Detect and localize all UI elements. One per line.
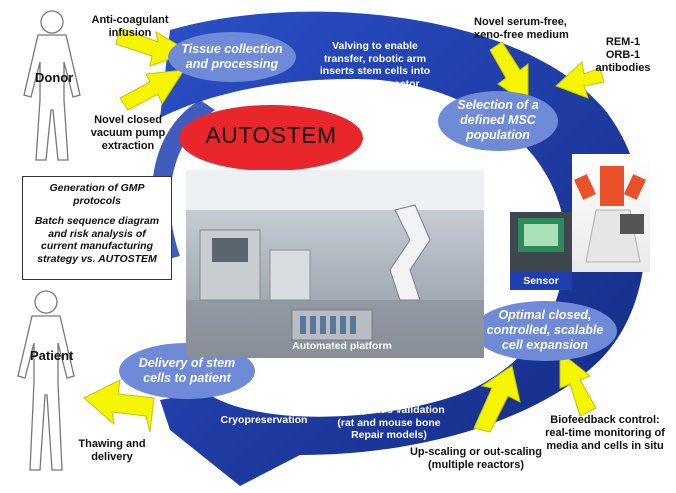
sensor-caption: Sensor xyxy=(523,275,559,287)
stage-oval-selection xyxy=(438,91,558,151)
arrow-thawing xyxy=(83,379,155,433)
serum-medium-annotation: Novel serum-free, xeno-free medium xyxy=(474,16,569,41)
gmp-line-2: Batch sequence diagram and risk analysis… xyxy=(34,215,160,265)
stage-cell-expansion: Optimal closed, controlled, scalable cel… xyxy=(486,308,604,352)
bioreactor-photo xyxy=(572,154,650,272)
vacuum-pump-label: Novel closed vacuum pump extraction xyxy=(90,114,166,152)
input-arrows xyxy=(83,27,605,433)
patient-label: Patient xyxy=(30,348,74,363)
biofeedback-annotation: Biofeedback control: real-time monitorin… xyxy=(545,414,665,452)
antibodies-annotation: REM-1 ORB-1 antibodies xyxy=(595,36,651,74)
stage-oval-tissue xyxy=(168,32,296,82)
arrow-biofeedback xyxy=(559,350,597,417)
stage-delivery: Delivery of stem cells to patient xyxy=(138,356,236,385)
patient-silhouette xyxy=(17,290,75,471)
arrow-vacuum xyxy=(119,69,185,111)
autostem-title: AUTOSTEM xyxy=(205,122,337,148)
thawing-label: Thawing and delivery xyxy=(78,438,146,463)
arrow-serum xyxy=(489,41,529,105)
automated-platform-photo xyxy=(186,170,484,358)
gmp-line-1: Generation of GMP protocols xyxy=(49,182,145,207)
donor-label: Donor xyxy=(35,70,74,85)
stage-oval-expansion xyxy=(473,301,617,361)
arrow-scaling xyxy=(473,365,521,433)
validation-outputs-annotation: Validation of stem cell outputs xyxy=(320,376,472,388)
valving-annotation: Valving to enable transfer, robotic arm … xyxy=(319,40,431,90)
sensor-photo xyxy=(510,212,572,290)
therapeutic-validation-annotation: Therapeutic validation (rat and mouse bo… xyxy=(333,404,445,441)
arrow-antibodies xyxy=(555,61,605,99)
cryopreservation-annotation: Cryopreservation xyxy=(220,414,308,426)
donor-silhouette xyxy=(23,10,81,161)
stage-tissue-collection: Tissue collection and processing xyxy=(181,42,283,71)
gmp-protocols-box: Generation of GMP protocols Batch sequen… xyxy=(22,176,172,280)
automated-platform-caption: Automated platform xyxy=(292,340,392,352)
scaling-annotation: Up-scaling or out-scaling (multiple reac… xyxy=(409,446,542,471)
title-oval xyxy=(179,105,363,171)
anticoagulant-label: Anti-coagulant infusion xyxy=(91,14,169,39)
stage-msc-selection: Selection of a defined MSC population xyxy=(457,98,539,142)
